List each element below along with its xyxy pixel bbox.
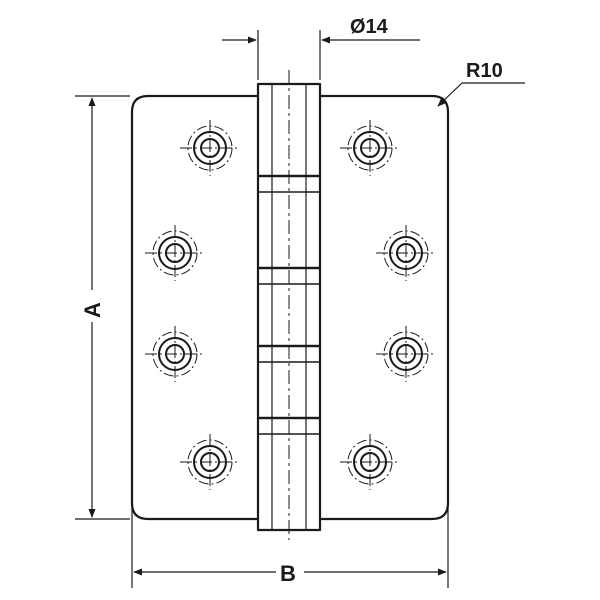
screw-hole <box>376 225 436 281</box>
left-leaf-outline <box>130 94 258 521</box>
screw-hole <box>180 434 240 490</box>
corner-radius-label: R10 <box>466 60 503 82</box>
radius-leader-arrow <box>437 82 463 107</box>
screw-hole <box>340 434 400 490</box>
screw-hole <box>180 120 240 176</box>
height-label: A <box>80 302 105 318</box>
screw-hole <box>145 326 205 382</box>
screw-hole <box>376 326 436 382</box>
pin-diameter-label: Ø14 <box>350 16 389 38</box>
screw-hole <box>340 120 400 176</box>
screw-hole <box>145 225 205 281</box>
width-label: B <box>280 561 296 586</box>
right-leaf-outline <box>320 94 450 521</box>
